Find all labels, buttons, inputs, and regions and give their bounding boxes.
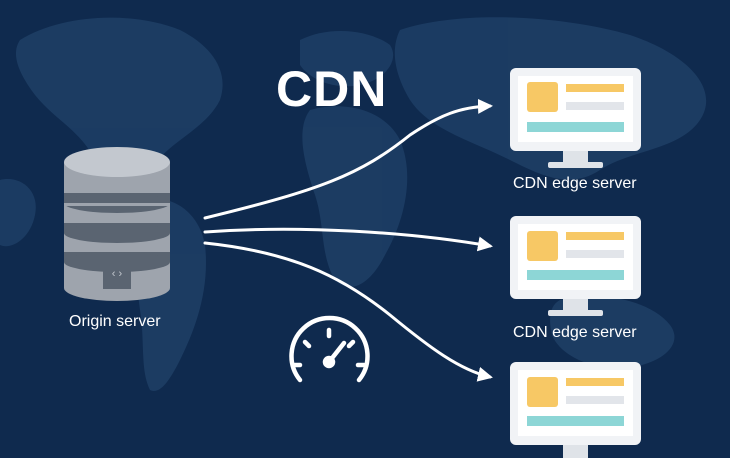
edge-server-monitor-3 xyxy=(510,362,641,458)
connection-arrows xyxy=(203,98,493,382)
code-file-icon: ‹ › xyxy=(103,255,131,289)
speedometer-icon xyxy=(289,315,370,383)
svg-text:‹ ›: ‹ › xyxy=(112,268,123,280)
edge-server-monitor-2 xyxy=(510,216,641,316)
origin-server-label: Origin server xyxy=(69,313,161,330)
arrow-to-edge-3 xyxy=(203,241,493,382)
arrow-to-edge-1 xyxy=(203,98,493,220)
arrow-to-edge-2 xyxy=(203,227,493,252)
edge-server-monitor-1 xyxy=(510,68,641,168)
origin-server-database-icon: ‹ › xyxy=(64,147,170,301)
diagram-title: CDN xyxy=(276,61,388,117)
edge-server-label-2: CDN edge server xyxy=(513,324,637,341)
edge-server-label-1: CDN edge server xyxy=(513,175,637,192)
